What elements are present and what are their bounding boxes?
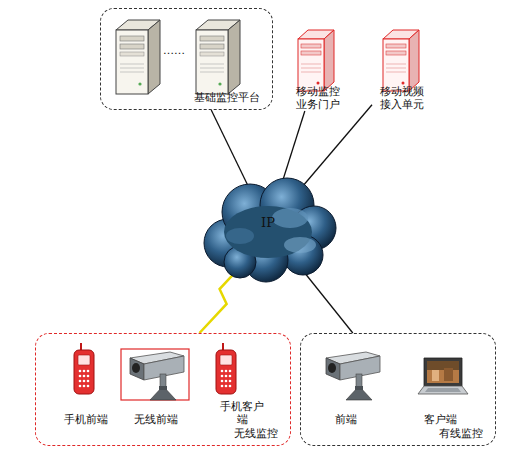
ellipsis-label: ……: [163, 44, 185, 57]
ip-cloud: [204, 178, 336, 282]
network-cloud: IP: [216, 194, 320, 260]
label-wrap: 无线前端: [120, 413, 192, 426]
label-wrap: 前端: [315, 413, 377, 426]
network-link: [296, 105, 372, 194]
node-label: 手机前端: [62, 413, 110, 426]
node-label: IP: [261, 215, 275, 230]
node-label: 基础监控平台: [194, 91, 260, 104]
label-wrap: IP: [216, 216, 320, 229]
node-label: 无线监控: [234, 427, 278, 440]
node-label: 手机客户端: [218, 400, 266, 426]
server-icon: [298, 30, 334, 91]
highlight-frame: [121, 349, 189, 400]
node-label: 客户端: [416, 413, 464, 426]
label-wrap: 基础监控平台: [194, 91, 260, 104]
network-link: [211, 110, 252, 194]
device-node: 移动视频 接入单元: [372, 28, 432, 111]
camera-icon: [326, 352, 380, 400]
phone-icon: [216, 343, 236, 394]
label-wrap: 无线监控: [234, 427, 278, 440]
label-wrap: 手机客户端: [204, 400, 280, 426]
label-wrap: 有线监控: [439, 427, 483, 440]
device-node: 前端: [315, 348, 377, 426]
group-box: 有线监控 前端 客户端: [300, 333, 496, 446]
label-wrap: 移动视频 接入单元: [372, 85, 432, 111]
device-node: 无线前端: [120, 348, 192, 426]
camera-icon: [130, 352, 184, 400]
device-node: 客户端: [409, 348, 471, 426]
node-label: 前端: [322, 413, 370, 426]
node-label: 有线监控: [439, 427, 483, 440]
phone-icon: [74, 343, 94, 394]
server-icon: [196, 20, 240, 94]
device-node: 手机前端: [60, 344, 112, 426]
node-label: 移动监控 业务门户: [294, 85, 342, 111]
device-node: 移动监控 业务门户: [288, 28, 348, 111]
laptop-icon: [418, 358, 468, 394]
group-box: 基础监控平台: [100, 8, 273, 110]
node-label: 无线前端: [132, 413, 180, 426]
label-wrap: 移动监控 业务门户: [288, 85, 348, 111]
server-icon: [383, 30, 419, 91]
server-icon: [116, 20, 160, 94]
group-box: 无线监控 手机前端 无线前端 手机客户端: [35, 333, 291, 446]
device-node: 手机客户端: [204, 344, 280, 426]
label-wrap: 客户端: [409, 413, 471, 426]
node-label: 移动视频 接入单元: [378, 85, 426, 111]
label-wrap: 手机前端: [60, 413, 112, 426]
